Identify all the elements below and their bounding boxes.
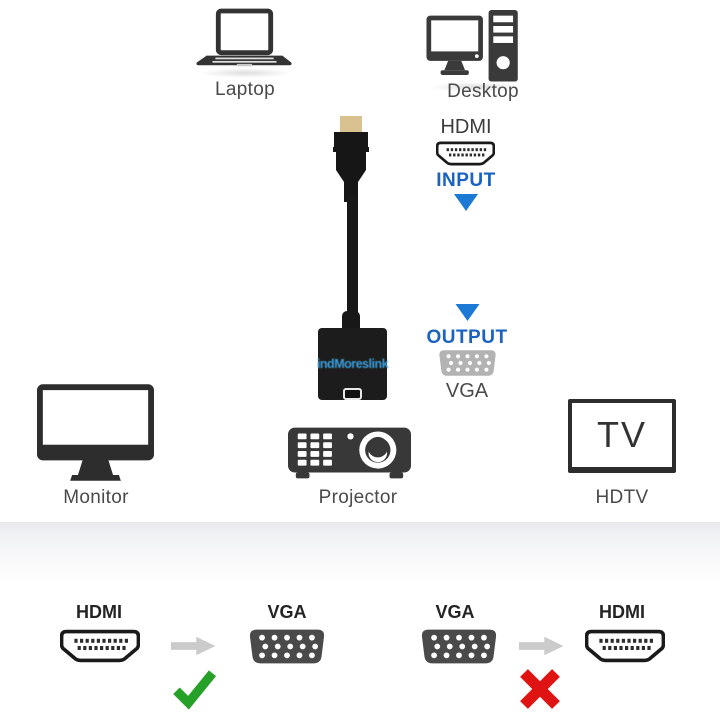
monitor-label: Monitor	[63, 487, 129, 508]
hdmi-input-label: HDMI	[440, 116, 492, 138]
vga-output-label: VGA	[445, 380, 489, 402]
hdmi-connector-icon	[585, 629, 665, 663]
desktop-label: Desktop	[447, 81, 519, 102]
adapter-cable	[347, 196, 358, 318]
hdmi-plug-icon	[333, 116, 369, 202]
output-label: OUTPUT	[426, 327, 508, 348]
laptop-label: Laptop	[215, 79, 275, 100]
demo-hdmi-label: HDMI	[599, 602, 645, 622]
demo-vga-label: VGA	[267, 602, 307, 622]
desktop-shadow	[430, 82, 522, 92]
watermark-text: indMoreslink	[316, 357, 389, 371]
arrow-down-icon	[454, 194, 478, 211]
arrow-right-icon	[519, 636, 564, 656]
hdtv-label: HDTV	[595, 487, 649, 508]
vga-connector-icon	[421, 629, 497, 664]
input-label: INPUT	[436, 170, 496, 191]
vga-connector-icon	[439, 350, 496, 376]
check-icon	[173, 670, 217, 710]
laptop-icon	[196, 8, 292, 67]
projector-label: Projector	[318, 487, 398, 508]
tv-text: TV	[596, 414, 647, 455]
hdmi-connector-icon	[436, 141, 495, 166]
hdtv-icon: TV	[568, 399, 676, 473]
arrow-down-icon	[455, 304, 480, 321]
adapter-port-slot	[343, 388, 362, 400]
vga-connector-icon	[249, 629, 325, 664]
laptop-shadow	[200, 68, 292, 78]
monitor-icon	[37, 384, 154, 481]
arrow-right-icon	[171, 636, 216, 656]
cable-boot	[342, 311, 360, 333]
banner-section: Unidirectional Transmission Only Transmi…	[0, 522, 720, 720]
demo-vga-label: VGA	[435, 602, 475, 622]
cross-icon	[520, 669, 560, 709]
hdmi-connector-icon	[60, 629, 140, 663]
projector-icon	[288, 427, 411, 479]
demo-hdmi-label: HDMI	[76, 602, 122, 622]
desktop-icon	[426, 10, 518, 82]
